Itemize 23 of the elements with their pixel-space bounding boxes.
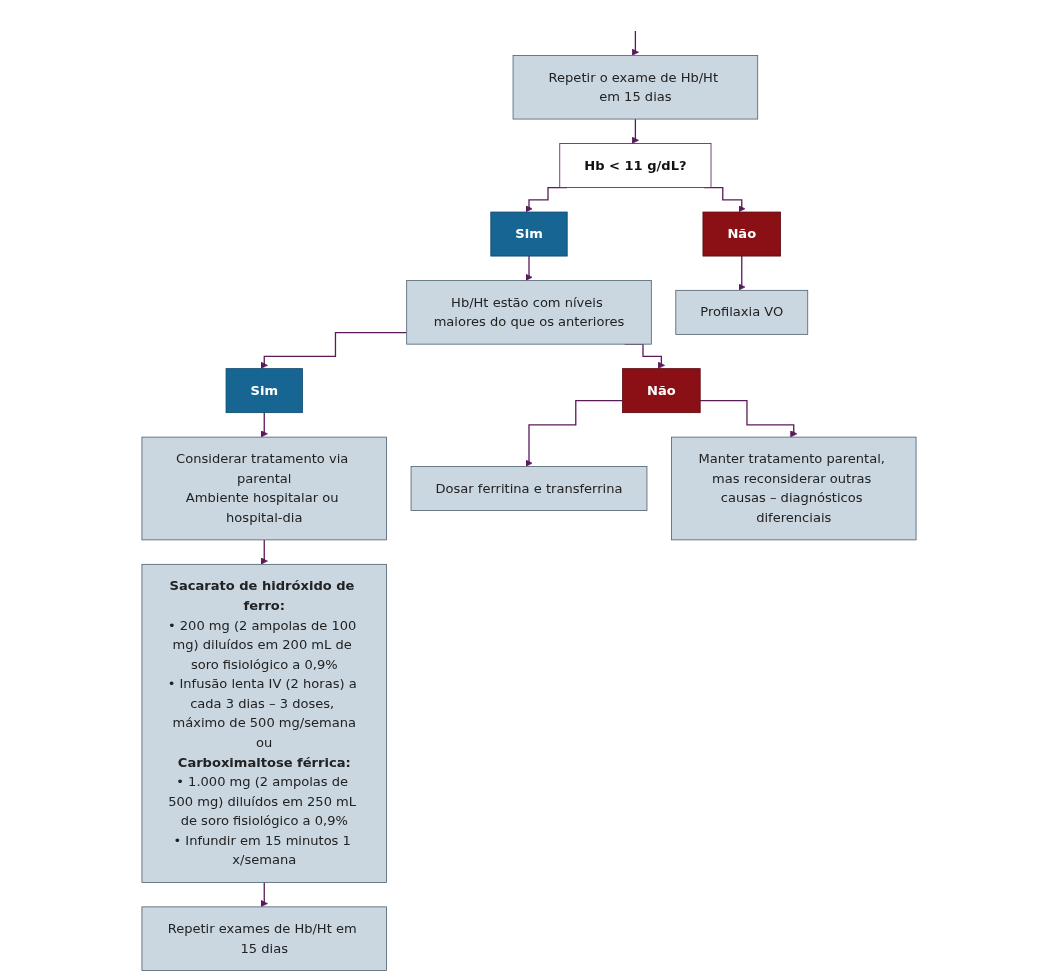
node-box (512, 55, 759, 120)
node-box (410, 466, 648, 511)
arrow (260, 332, 408, 369)
node-box (141, 563, 387, 883)
node-box (406, 280, 652, 345)
arrow (260, 881, 268, 908)
arrow (738, 255, 746, 291)
node-box (490, 211, 568, 257)
arrow (260, 539, 268, 565)
node-box (141, 906, 387, 971)
arrow (525, 255, 533, 281)
node-box (675, 289, 809, 335)
arrow (699, 400, 798, 438)
arrow (525, 400, 624, 467)
arrow (631, 30, 639, 56)
node-box (671, 436, 917, 541)
arrow (260, 412, 268, 438)
node-box (702, 211, 781, 257)
node-box (141, 436, 387, 541)
node-box (225, 368, 303, 414)
arrow (631, 118, 639, 144)
node-box (559, 143, 712, 188)
node-box (622, 368, 701, 414)
